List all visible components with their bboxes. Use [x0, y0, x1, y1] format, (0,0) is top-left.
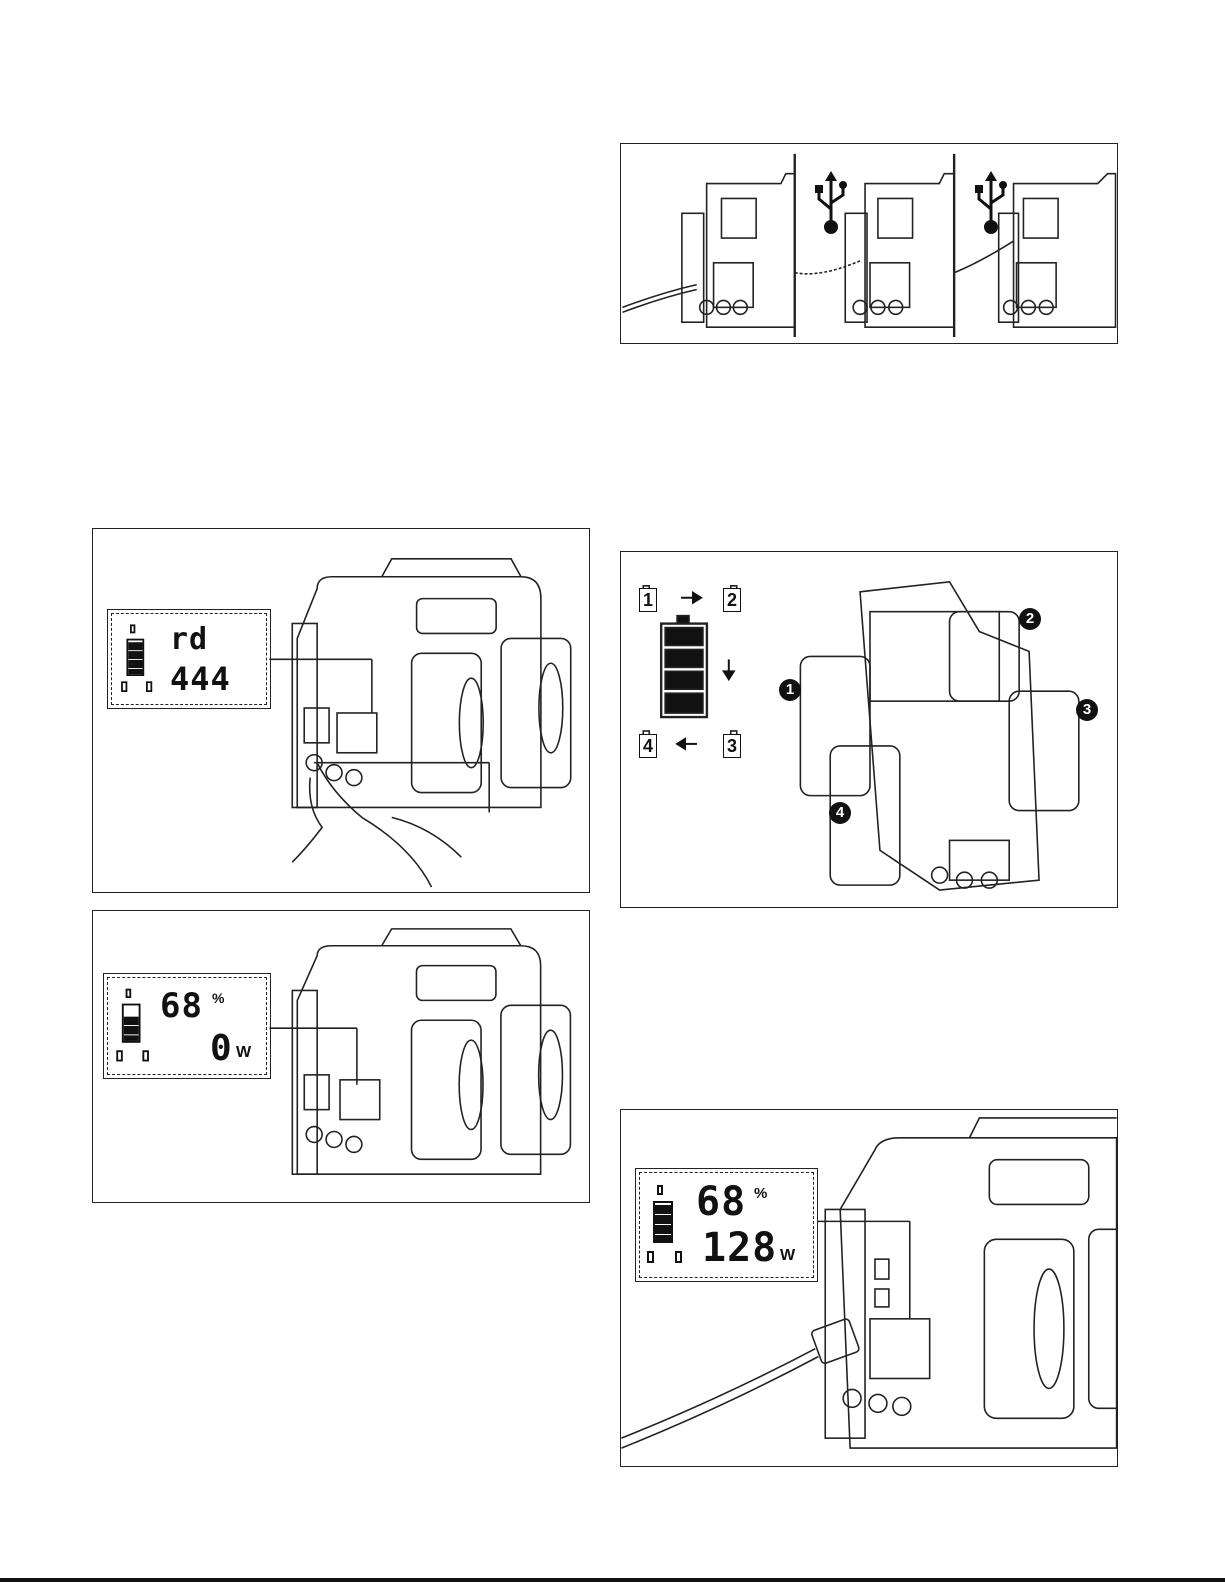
battery-badge: 1 — [779, 679, 801, 701]
battery-order-illustration — [621, 552, 1117, 907]
output-watts-value: 128 — [702, 1225, 777, 1271]
battery-percent-unit: % — [212, 990, 224, 1006]
slot-label: 3 — [723, 734, 741, 758]
battery-percent-unit: % — [754, 1185, 767, 1202]
usb-icon — [811, 169, 851, 239]
power-station-illustration — [93, 529, 589, 892]
figure-idle-display: 68 % 0 W — [92, 910, 590, 1203]
battery-badge: 4 — [829, 802, 851, 824]
battery-percent-value: 68 — [696, 1179, 746, 1225]
output-watts-unit: W — [236, 1044, 251, 1062]
slot-label: 1 — [639, 588, 657, 612]
slot-label: 4 — [639, 734, 657, 758]
figure-ac-charging: 68 % 128 W — [620, 1109, 1118, 1467]
battery-level-icon — [114, 984, 154, 1068]
output-watts-value: 0 — [210, 1028, 233, 1069]
battery-percent-value: 68 — [160, 986, 203, 1026]
power-station-charging-illustration — [621, 1110, 1117, 1466]
figure-battery-order: 1 2 3 4 1 2 3 4 — [620, 551, 1118, 908]
usb-connections-illustration — [621, 144, 1117, 343]
page-footer-rule — [0, 1578, 1225, 1582]
lcd-display-callout: 68 % 0 W — [107, 977, 267, 1075]
figure-usb-connections — [620, 143, 1118, 344]
lcd-top-text: rd — [170, 622, 208, 657]
battery-level-icon — [118, 620, 158, 700]
usb-icon — [971, 169, 1011, 239]
output-watts-unit: W — [780, 1247, 795, 1265]
figure-display-on: rd 444 — [92, 528, 590, 893]
slot-label: 2 — [723, 588, 741, 612]
lcd-display-callout: rd 444 — [111, 613, 267, 705]
battery-badge: 2 — [1019, 608, 1041, 630]
lcd-bottom-text: 444 — [170, 660, 231, 698]
battery-level-icon — [646, 1179, 686, 1271]
battery-badge: 3 — [1076, 699, 1098, 721]
lcd-display-callout: 68 % 128 W — [639, 1172, 814, 1278]
